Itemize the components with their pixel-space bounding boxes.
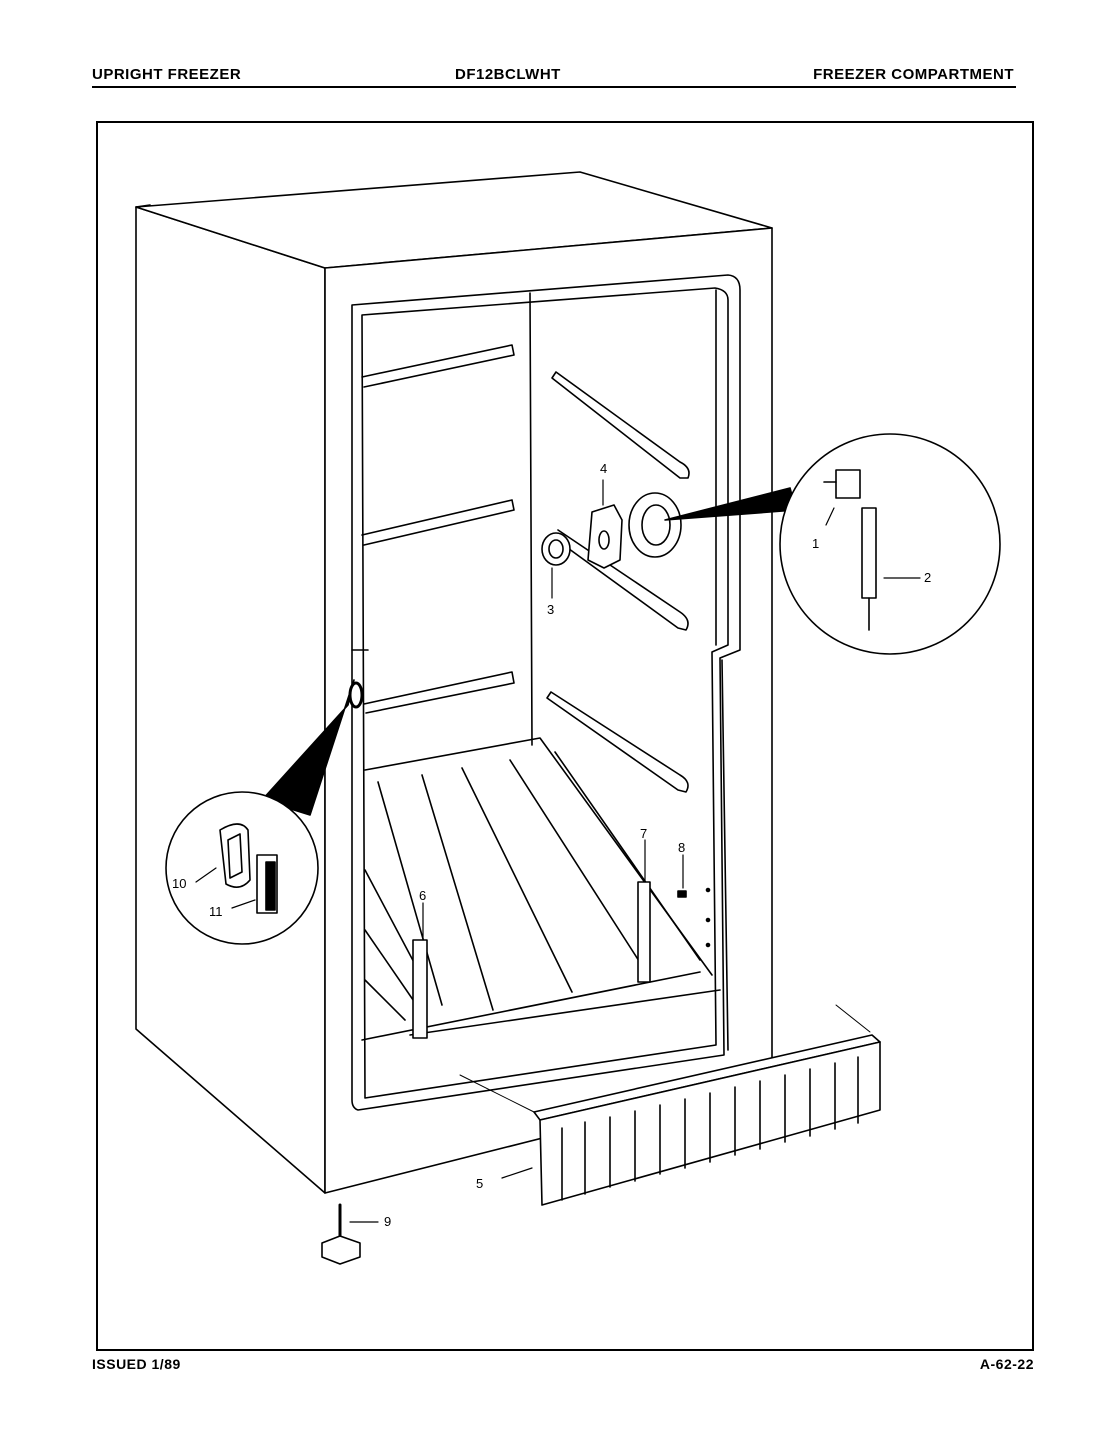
leveling-leg xyxy=(321,1203,361,1265)
callout-4: 4 xyxy=(600,461,607,476)
callout-2: 2 xyxy=(924,570,931,585)
left-shelf-rails xyxy=(361,344,515,714)
shelf-supports xyxy=(412,881,711,1039)
toe-grille xyxy=(459,1004,881,1206)
thermostat-knob xyxy=(541,532,571,566)
callout-8: 8 xyxy=(678,840,685,855)
thermostat-switch xyxy=(835,469,861,499)
callout-numbers: 4 3 1 2 6 7 8 5 9 10 11 xyxy=(172,461,931,1229)
callout-10: 10 xyxy=(172,876,186,891)
callout-5: 5 xyxy=(476,1176,483,1191)
leader-lines xyxy=(195,479,921,1223)
thermostat-bracket xyxy=(587,504,623,569)
header-section: FREEZER COMPARTMENT xyxy=(813,66,1014,83)
zoom-thermostat-detail xyxy=(664,433,1001,655)
header-title: UPRIGHT FREEZER xyxy=(92,66,242,83)
shelf-support-6 xyxy=(412,939,428,1039)
callout-7: 7 xyxy=(640,826,647,841)
zoom-door-switch-detail xyxy=(165,679,364,945)
callout-9: 9 xyxy=(384,1214,391,1229)
bottom-wire-basket xyxy=(361,737,721,1041)
light-socket xyxy=(628,492,682,558)
callout-1: 1 xyxy=(812,536,819,551)
screw-8 xyxy=(677,890,687,898)
switch-bracket xyxy=(219,823,251,888)
footer-issued: ISSUED 1/89 xyxy=(92,1356,181,1372)
shelf-support-7 xyxy=(637,881,651,983)
callout-6: 6 xyxy=(419,888,426,903)
callout-3: 3 xyxy=(547,602,554,617)
callout-11: 11 xyxy=(209,904,223,919)
cabinet-opening xyxy=(351,274,741,1111)
thermostat-assembly xyxy=(541,492,682,569)
footer-code: A-62-22 xyxy=(979,1356,1034,1372)
header-rule xyxy=(92,86,1016,88)
right-shelf-rails xyxy=(546,371,690,793)
sensor-tube xyxy=(861,507,877,599)
header-model-number: DF12BCLWHT xyxy=(455,66,561,83)
diagram-frame xyxy=(96,121,1034,1351)
